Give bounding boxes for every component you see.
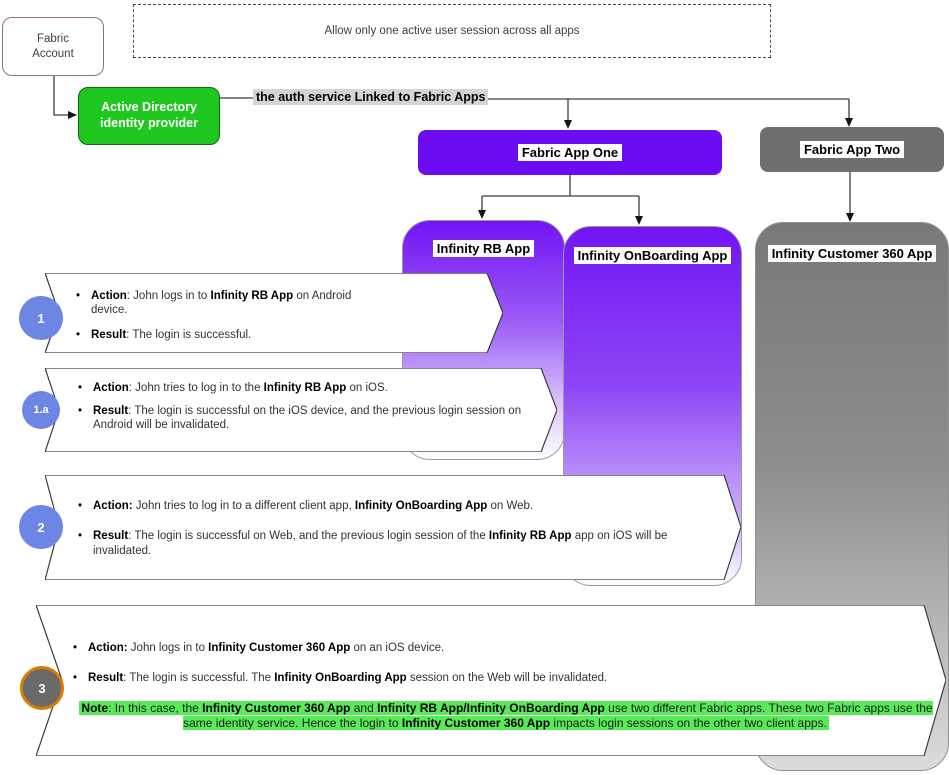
step-1a-result: • Result: The login is successful on the…: [75, 404, 527, 432]
step-1a-badge: 1.a: [22, 391, 60, 429]
step-1-result: • Result: The login is successful.: [73, 328, 385, 342]
step-3-action-text: Action: John logs in to Infinity Custome…: [88, 642, 445, 654]
step-3-action: • Action: John logs in to Infinity Custo…: [70, 641, 942, 656]
step-3-result-text: Result: The login is successful. The Inf…: [88, 672, 608, 684]
step-1a-action: • Action: John tries to log in to the In…: [75, 381, 527, 395]
bullet-icon: •: [78, 382, 83, 394]
step-2-result: • Result: The login is successful on Web…: [75, 529, 715, 559]
step-1-action-text: Action: John logs in to Infinity RB App …: [91, 290, 352, 316]
bullet-icon: •: [78, 405, 83, 417]
step-2-banner: • Action: John tries to log in to a diff…: [45, 475, 741, 580]
step-1a-banner: • Action: John tries to log in to the In…: [45, 368, 557, 452]
step-2-action: • Action: John tries to log in to a diff…: [75, 499, 715, 514]
step-2-action-text: Action: John tries to log in to a differ…: [93, 500, 534, 512]
step-3-banner: • Action: John logs in to Infinity Custo…: [36, 605, 946, 756]
bullet-icon: •: [76, 329, 81, 341]
infinity-onboarding-app-label: Infinity OnBoarding App: [573, 247, 732, 264]
step-1-banner: • Action: John logs in to Infinity RB Ap…: [45, 273, 503, 353]
infinity-customer360-app-label: Infinity Customer 360 App: [767, 245, 937, 262]
step-2-result-text: Result: The login is successful on Web, …: [93, 530, 668, 557]
bullet-icon: •: [73, 672, 78, 684]
bullet-icon: •: [76, 290, 81, 302]
session-policy-note: Allow only one active user session acros…: [133, 4, 771, 58]
step-1a-action-text: Action: John tries to log in to the Infi…: [93, 382, 388, 394]
bullet-icon: •: [78, 500, 83, 512]
identity-provider-node: Active Directory identity provider: [78, 87, 220, 145]
step-1a-result-text: Result: The login is successful on the i…: [93, 405, 522, 431]
step-1-action: • Action: John logs in to Infinity RB Ap…: [73, 289, 385, 317]
step-3-badge: 3: [20, 666, 64, 710]
step-1-result-text: Result: The login is successful.: [91, 329, 252, 341]
fabric-app-two-node: Fabric App Two: [760, 127, 944, 172]
fabric-app-one-node: Fabric App One: [418, 130, 722, 175]
identity-provider-label: Active Directory identity provider: [100, 100, 198, 130]
bullet-icon: •: [78, 530, 83, 542]
bullet-icon: •: [73, 642, 78, 654]
note-paragraph: Note: In this case, the Infinity Custome…: [70, 701, 942, 730]
auth-service-label: the auth service Linked to Fabric Apps: [253, 89, 489, 105]
step-1-badge: 1: [19, 296, 63, 340]
infinity-rb-app-label: Infinity RB App: [432, 240, 535, 257]
fabric-account-label: Fabric Account: [32, 32, 74, 60]
fabric-app-two-label: Fabric App Two: [799, 141, 905, 158]
step-3-result: • Result: The login is successful. The I…: [70, 671, 942, 686]
step-2-badge: 2: [19, 505, 63, 549]
fabric-app-one-label: Fabric App One: [517, 144, 623, 161]
session-policy-text: Allow only one active user session acros…: [324, 25, 580, 37]
note-text: Note: In this case, the Infinity Custome…: [79, 701, 933, 730]
fabric-account-node: Fabric Account: [2, 17, 104, 76]
